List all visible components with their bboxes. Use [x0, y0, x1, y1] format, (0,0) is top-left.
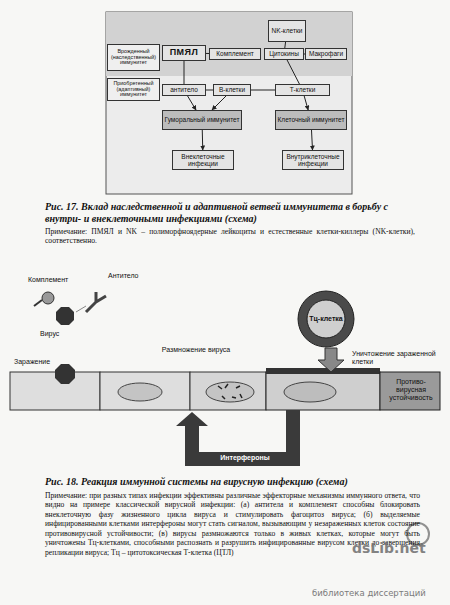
nucleus	[284, 382, 336, 402]
part-label: Комплемент	[28, 276, 88, 284]
node-text: Т-клетки	[290, 86, 316, 93]
infection-box: Внеклеточные инфекции	[172, 150, 234, 170]
component-box: ПМЯЛ	[162, 45, 206, 61]
node-text: Цитокины	[269, 50, 299, 57]
nucleus	[206, 382, 254, 402]
watermark: библиотека диссертаций	[312, 588, 442, 598]
watermark: dsLib.net	[352, 540, 432, 556]
component-box: антитело	[162, 84, 206, 96]
node-text: Врожденный (наследственный) иммунитет	[108, 49, 159, 67]
node-text: Гуморальный иммунитет	[165, 116, 240, 123]
part-label: Заражение	[14, 358, 74, 366]
node-text: Макрофаги	[309, 50, 343, 57]
node-text: ПМЯЛ	[170, 48, 199, 58]
connector	[184, 61, 185, 84]
part-label: Уничтожение зараженной клетки	[352, 350, 440, 366]
cell	[100, 372, 190, 410]
infected-cell-top	[266, 368, 380, 374]
node-text: В-клетки	[219, 86, 245, 93]
part-label: Противо-вирусная устойчивость	[382, 378, 440, 402]
connector	[212, 96, 226, 110]
virus	[56, 307, 74, 325]
component-box: В-клетки	[213, 84, 251, 96]
immunity-box: Гуморальный иммунитет	[162, 110, 242, 130]
connector	[287, 60, 299, 84]
leader-line	[76, 306, 86, 312]
antibody-symbol	[86, 292, 106, 312]
component-box: Комплемент	[209, 48, 261, 60]
connector	[312, 130, 313, 150]
arrow-label: Интерфероны	[200, 454, 290, 462]
connector	[304, 96, 308, 110]
virus-fragments	[218, 384, 242, 399]
part-label: Антитело	[108, 272, 168, 280]
connector	[251, 90, 275, 91]
interferon-arrow	[176, 410, 300, 466]
tc-cell-circle: Тц-клетка	[297, 290, 355, 348]
kill-arrow	[318, 348, 344, 372]
connector	[206, 90, 213, 91]
part-label: Размножение вируса	[160, 346, 232, 354]
connector	[202, 130, 204, 150]
node-text: Приобретенный (адаптивный) иммунитет	[108, 81, 159, 99]
node-text: Комплемент	[216, 50, 253, 57]
cell-body	[298, 291, 354, 347]
cell	[190, 372, 266, 410]
nucleus	[118, 383, 162, 401]
immunity-box: Клеточный иммунитет	[275, 110, 347, 130]
infected-cell	[266, 372, 380, 410]
node-text: Внеклеточные инфекции	[173, 153, 233, 167]
node-text: антитело	[170, 86, 198, 93]
node-text: Тц-клетка	[309, 315, 342, 323]
innate-band	[106, 12, 352, 76]
resistant-cell	[380, 372, 440, 410]
connector	[188, 96, 196, 110]
virus-entering	[55, 364, 75, 384]
figure-caption: Рис. 18. Реакция иммунной системы на вир…	[45, 476, 420, 488]
branch-label-box: Врожденный (наследственный) иммунитет	[107, 44, 160, 71]
complement-stem	[34, 300, 42, 306]
component-box: Макрофаги	[305, 48, 347, 60]
infection-box: Внутриклеточные инфекции	[282, 150, 344, 170]
branch-label-box: Приобретенный (адаптивный) иммунитет	[107, 78, 160, 101]
figure-note: Примечание: ПМЯЛ и NK – полиморфноядерны…	[45, 227, 415, 246]
complement-symbol	[42, 292, 54, 304]
node-text: Внутриклеточные инфекции	[283, 153, 343, 167]
component-box: Цитокины	[264, 48, 304, 60]
schema-frame	[106, 12, 352, 194]
part-label: Вирус	[40, 330, 80, 338]
nk-box: NK-клетки	[268, 20, 306, 42]
node-text: NK-клетки	[272, 27, 303, 34]
cell-nucleus	[307, 300, 345, 338]
figure-caption: Рис. 17. Вклад наследственной и адаптивн…	[45, 201, 415, 225]
node-text: Клеточный иммунитет	[278, 116, 345, 123]
component-box: Т-клетки	[275, 84, 330, 96]
